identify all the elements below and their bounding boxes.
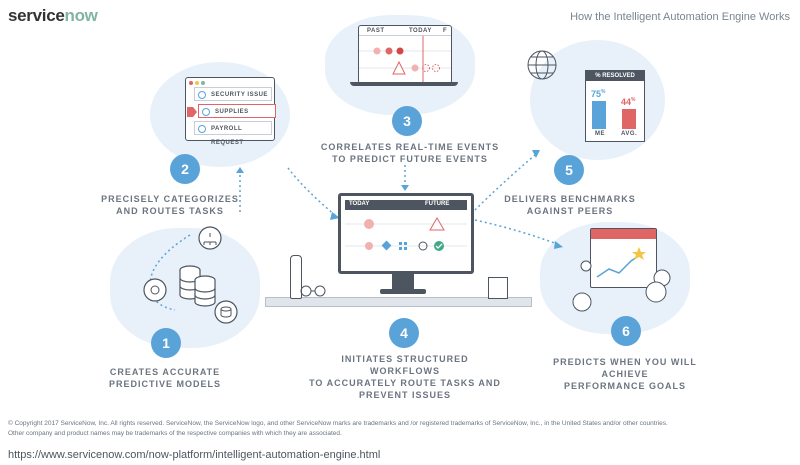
monitor-today-label: TODAY	[349, 201, 370, 207]
monitor-stand	[392, 271, 414, 289]
events-window: PAST TODAY F	[358, 25, 452, 84]
target-icon	[580, 260, 592, 272]
step-6-label: PREDICTS WHEN YOU WILL ACHIEVE PERFORMAN…	[553, 357, 697, 391]
cart-icon	[202, 108, 210, 116]
star-icon	[632, 247, 646, 260]
menu-item-security-issue[interactable]: SECURITY ISSUE	[194, 87, 272, 101]
arrow-4-to-6	[474, 219, 561, 246]
check-icon	[434, 241, 444, 251]
step-2-badge: 2	[170, 154, 200, 184]
globe-icon	[527, 50, 557, 80]
me-label: ME	[595, 131, 605, 137]
monitor-gear-icon	[418, 241, 428, 251]
categorize-window: SECURITY ISSUE SUPPLIES PAYROLL REQUEST	[185, 77, 276, 146]
monitor-foot	[380, 289, 426, 294]
benchmark-card: % RESOLVED 75% 44% ME AVG.	[585, 70, 645, 142]
monitor-warning-icon	[429, 217, 445, 231]
avg-label: AVG.	[621, 131, 638, 137]
step-6-badge: 6	[611, 316, 641, 346]
step-4-label: INITIATES STRUCTURED WORKFLOWS TO ACCURA…	[309, 354, 501, 400]
glasses-icon	[300, 285, 326, 297]
avg-bar	[622, 109, 636, 129]
page-url[interactable]: https://www.servicenow.com/now-platform/…	[8, 449, 381, 461]
goal-people-illustration	[572, 260, 671, 312]
me-bar	[592, 101, 606, 129]
menu-item-supplies[interactable]: SUPPLIES	[198, 104, 276, 118]
dollar-icon	[198, 125, 206, 133]
benchmark-title: % RESOLVED	[586, 71, 644, 81]
goal-trend-line	[596, 247, 646, 278]
gear-icon	[143, 278, 167, 302]
routing-arrow-icon	[187, 107, 197, 117]
shield-icon	[198, 91, 206, 99]
goal-calendar	[590, 228, 657, 288]
menu-item-payroll-request[interactable]: PAYROLL REQUEST	[194, 121, 272, 146]
monitor-header	[345, 200, 467, 210]
laptop-base	[350, 82, 458, 86]
step-1-badge: 1	[151, 328, 181, 358]
step-3-badge: 3	[392, 106, 422, 136]
servicenow-logo: servicenow	[8, 6, 98, 26]
step-4-badge: 4	[389, 318, 419, 348]
logo-text-service: service	[8, 6, 65, 25]
events-timeline	[359, 36, 451, 83]
database-small-icon	[214, 300, 238, 324]
step-5-label: DELIVERS BENCHMARKS AGAINST PEERS	[504, 194, 636, 216]
events-future-label: F	[443, 28, 448, 34]
step-2-label: PRECISELY CATEGORIZES AND ROUTES TASKS	[101, 194, 239, 216]
logo-text-now: now	[64, 6, 98, 25]
footer-trademark: Other company and product names may be t…	[8, 430, 342, 437]
page-title: How the Intelligent Automation Engine Wo…	[570, 11, 790, 23]
step-5-badge: 5	[554, 155, 584, 185]
monitor-workflow	[345, 217, 467, 251]
step-1-label: CREATES ACCURATE PREDICTIVE MODELS	[108, 367, 221, 389]
predictive-models-illustration	[143, 226, 238, 324]
warning-icon	[392, 60, 406, 75]
chart-icon	[572, 292, 592, 312]
water-bottle	[290, 255, 302, 299]
person-avatar-icon	[645, 281, 667, 303]
step-3-label: CORRELATES REAL-TIME EVENTS TO PREDICT F…	[320, 142, 500, 164]
monitor-future-label: FUTURE	[425, 201, 450, 207]
desk	[265, 297, 532, 307]
monitor: TODAY FUTURE	[338, 193, 474, 274]
footer-copyright: © Copyright 2017 ServiceNow, Inc. All ri…	[8, 420, 668, 427]
events-today-label: TODAY	[409, 28, 432, 34]
avg-value: 44%	[621, 97, 636, 107]
network-icon	[198, 226, 222, 250]
calendar-header	[591, 229, 656, 239]
pencil-cup	[488, 277, 508, 299]
me-value: 75%	[591, 89, 606, 99]
events-past-label: PAST	[367, 28, 385, 34]
arrow-2-to-4	[287, 167, 336, 216]
